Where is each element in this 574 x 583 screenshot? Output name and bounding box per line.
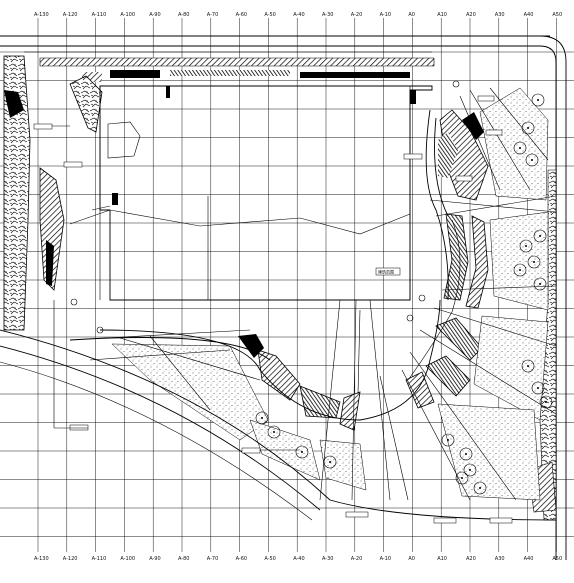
compass-circle-icon xyxy=(70,80,460,334)
tree-center-dot xyxy=(469,469,471,471)
tree-symbol-icon xyxy=(525,153,539,167)
axis-label: A-90 xyxy=(149,12,160,18)
axis-label: A-60 xyxy=(236,12,247,18)
axis-label: A-10 xyxy=(380,12,391,18)
tree-center-dot xyxy=(545,401,547,403)
axis-label: A-50 xyxy=(264,12,275,18)
tree-center-dot xyxy=(447,439,449,441)
curved-paths xyxy=(0,109,557,521)
axis-label: A-10 xyxy=(380,556,391,562)
curved-wall-lower xyxy=(238,334,361,431)
tree-center-dot xyxy=(329,461,331,463)
tree-symbol-icon xyxy=(527,255,541,269)
tree-symbol-icon xyxy=(519,239,533,253)
axis-label: A10 xyxy=(437,556,447,562)
axis-label: A-100 xyxy=(120,12,135,18)
axis-label: A-90 xyxy=(149,556,160,562)
tree-symbol-icon xyxy=(473,481,487,495)
tree-center-dot xyxy=(539,235,541,237)
tree-symbol-icon xyxy=(459,447,473,461)
tree-symbol-icon xyxy=(533,229,547,243)
tree-center-dot xyxy=(527,365,529,367)
tree-center-dot xyxy=(461,477,463,479)
axis-label: A-110 xyxy=(92,556,107,562)
tree-symbol-icon xyxy=(463,463,477,477)
axis-label: A-40 xyxy=(293,12,304,18)
axis-label: A20 xyxy=(466,12,476,18)
curved-wall-right xyxy=(405,109,489,409)
tree-symbol-icon xyxy=(513,263,527,277)
tree-symbol-icon xyxy=(531,381,545,395)
tree-symbol-icon xyxy=(455,471,469,485)
axis-label: A-50 xyxy=(264,556,275,562)
tree-center-dot xyxy=(301,451,303,453)
paving-zones xyxy=(111,87,549,501)
axis-label: A-120 xyxy=(63,12,78,18)
axis-label: A40 xyxy=(524,556,534,562)
axis-label: A-70 xyxy=(207,556,218,562)
axis-label: A-110 xyxy=(92,12,107,18)
axis-labels-top: A-130 A-120 A-110 A-100 A-90 A-80 A-70 A-60 A-50… xyxy=(34,12,562,18)
axis-label: A-40 xyxy=(293,556,304,562)
axis-label: A10 xyxy=(437,12,447,18)
tree-symbol-icon xyxy=(441,433,455,447)
axis-label: A-80 xyxy=(178,556,189,562)
axis-labels-bottom: A-130 A-120 A-110 A-100 A-90 A-80 A-70 A-60 A-50… xyxy=(34,556,562,562)
tree-center-dot xyxy=(533,261,535,263)
tree-center-dot xyxy=(525,245,527,247)
axis-label: A20 xyxy=(466,556,476,562)
axis-label: A30 xyxy=(495,556,505,562)
building-tag-text: 建筑范围 xyxy=(378,269,394,275)
axis-label: A-130 xyxy=(34,12,49,18)
tree-center-dot xyxy=(531,159,533,161)
left-planting-strip xyxy=(3,55,65,331)
tree-center-dot xyxy=(537,387,539,389)
axis-label: A-80 xyxy=(178,12,189,18)
tree-center-dot xyxy=(273,431,275,433)
tree-center-dot xyxy=(519,147,521,149)
top-wall-band xyxy=(39,57,435,133)
axis-label: A50 xyxy=(552,12,562,18)
axis-label: A50 xyxy=(552,556,562,562)
tree-symbol-icon xyxy=(323,455,337,469)
tree-symbols xyxy=(255,93,553,495)
axis-label: A-120 xyxy=(63,556,78,562)
axis-label: A-60 xyxy=(236,556,247,562)
tree-center-dot xyxy=(261,417,263,419)
axis-label: A30 xyxy=(495,12,505,18)
axis-label: A40 xyxy=(524,12,534,18)
tree-center-dot xyxy=(519,269,521,271)
axis-label: A-30 xyxy=(322,12,333,18)
tree-center-dot xyxy=(539,283,541,285)
tree-symbol-icon xyxy=(539,395,553,409)
axis-label: A0 xyxy=(408,556,415,562)
axis-label: A-130 xyxy=(34,556,49,562)
tree-center-dot xyxy=(537,99,539,101)
axis-label: A-20 xyxy=(351,12,362,18)
tree-symbol-icon xyxy=(267,425,281,439)
axis-label: A-20 xyxy=(351,556,362,562)
tree-center-dot xyxy=(479,487,481,489)
axis-label: A0 xyxy=(408,12,415,18)
axis-label: A-30 xyxy=(322,556,333,562)
site-boundary xyxy=(0,35,567,560)
tree-center-dot xyxy=(527,127,529,129)
axis-label: A-100 xyxy=(120,556,135,562)
callout-tags: 建筑范围 xyxy=(33,95,513,524)
tree-symbol-icon xyxy=(521,121,535,135)
tree-symbol-icon xyxy=(255,411,269,425)
tree-symbol-icon xyxy=(533,277,547,291)
axis-label: A-70 xyxy=(207,12,218,18)
tree-symbol-icon xyxy=(295,445,309,459)
tree-center-dot xyxy=(465,453,467,455)
building-outline xyxy=(69,85,433,301)
tree-symbol-icon xyxy=(513,141,527,155)
tree-symbol-icon xyxy=(521,359,535,373)
tree-symbol-icon xyxy=(531,93,545,107)
